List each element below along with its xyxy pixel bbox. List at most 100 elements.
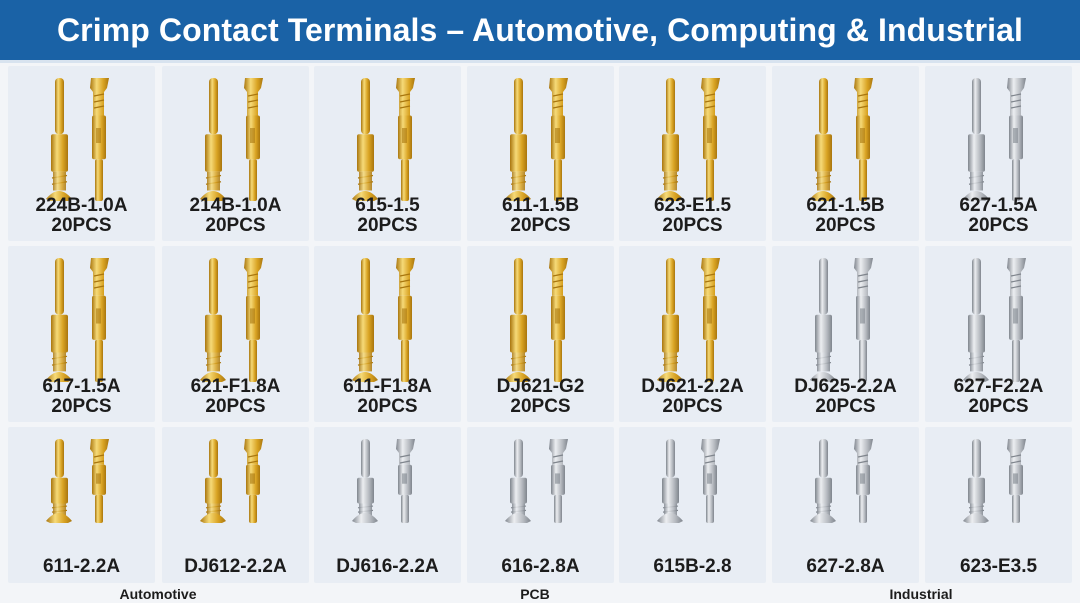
terminal-image [46, 258, 109, 382]
pin-terminal-icon [46, 439, 72, 523]
part-number: 627-1.5A [959, 195, 1038, 216]
pin-terminal-icon [352, 439, 378, 523]
terminal-image [352, 78, 415, 201]
quantity-label: 20PCS [968, 215, 1029, 236]
socket-terminal-icon [1007, 439, 1026, 523]
socket-terminal-icon [1007, 78, 1026, 201]
part-number: 615B-2.8 [653, 556, 732, 577]
pin-terminal-icon [200, 258, 226, 382]
socket-terminal-icon [549, 78, 568, 201]
quantity-label: 20PCS [205, 215, 266, 236]
part-number: DJ621-G2 [496, 376, 585, 397]
terminal-image [810, 439, 873, 523]
pin-terminal-icon [505, 258, 531, 382]
category-label-pcb: PCB [520, 586, 550, 602]
category-label-automotive: Automotive [119, 586, 197, 602]
pin-terminal-icon [505, 439, 531, 523]
quantity-label: 20PCS [662, 396, 723, 417]
pin-terminal-icon [200, 439, 226, 523]
part-number: 617-1.5A [42, 376, 121, 397]
socket-terminal-icon [90, 258, 109, 382]
pin-terminal-icon [657, 258, 683, 382]
pin-terminal-icon [963, 258, 989, 382]
pin-terminal-icon [352, 78, 378, 201]
part-number: 627-F2.2A [953, 376, 1044, 397]
pin-terminal-icon [810, 258, 836, 382]
quantity-label: 20PCS [51, 215, 112, 236]
terminal-image [505, 258, 568, 382]
socket-terminal-icon [701, 258, 720, 382]
part-number: 615-1.5 [355, 195, 420, 216]
part-number: 621-1.5B [806, 195, 885, 216]
pin-terminal-icon [352, 258, 378, 382]
product-card: 615B-2.8 [619, 427, 766, 583]
product-card: 616-2.8A [467, 427, 614, 583]
quantity-label: 20PCS [815, 215, 876, 236]
socket-terminal-icon [1007, 258, 1026, 382]
pin-terminal-icon [46, 78, 72, 201]
terminal-image [200, 78, 263, 201]
part-number: 611-1.5B [501, 195, 580, 216]
socket-terminal-icon [549, 439, 568, 523]
product-card: 627-2.8A [772, 427, 919, 583]
terminal-image [657, 439, 720, 523]
quantity-label: 20PCS [205, 396, 266, 417]
terminal-image [810, 258, 873, 382]
part-number: 616-2.8A [501, 556, 580, 577]
part-number: 611-2.2A [42, 556, 121, 577]
terminal-image [657, 78, 720, 201]
quantity-label: 20PCS [357, 396, 418, 417]
part-number: 214B-1.0A [189, 195, 282, 216]
pin-terminal-icon [963, 78, 989, 201]
part-number: DJ621-2.2A [641, 376, 744, 397]
socket-terminal-icon [854, 78, 873, 201]
quantity-label: 20PCS [51, 396, 112, 417]
pin-terminal-icon [46, 258, 72, 382]
pin-terminal-icon [810, 78, 836, 201]
quantity-label: 20PCS [510, 396, 571, 417]
pin-terminal-icon [200, 78, 226, 201]
quantity-label: 20PCS [357, 215, 418, 236]
part-number: DJ612-2.2A [184, 556, 287, 577]
quantity-label: 20PCS [815, 396, 876, 417]
socket-terminal-icon [244, 439, 263, 523]
socket-terminal-icon [90, 78, 109, 201]
part-number: 224B-1.0A [35, 195, 128, 216]
part-number: DJ625-2.2A [794, 376, 897, 397]
quantity-label: 20PCS [968, 396, 1029, 417]
part-number: 623-E1.5 [653, 195, 732, 216]
terminal-image [505, 78, 568, 201]
terminal-image [46, 78, 109, 201]
socket-terminal-icon [701, 439, 720, 523]
terminal-image [963, 258, 1026, 382]
socket-terminal-icon [854, 439, 873, 523]
socket-terminal-icon [549, 258, 568, 382]
terminal-image [657, 258, 720, 382]
terminal-image [46, 439, 109, 523]
quantity-label: 20PCS [662, 215, 723, 236]
terminal-image [810, 78, 873, 201]
product-card: 611-2.2A [8, 427, 155, 583]
quantity-label: 20PCS [510, 215, 571, 236]
product-card: DJ612-2.2A [162, 427, 309, 583]
pin-terminal-icon [810, 439, 836, 523]
terminal-image [200, 258, 263, 382]
socket-terminal-icon [396, 258, 415, 382]
category-label-industrial: Industrial [889, 586, 953, 602]
terminal-image [352, 258, 415, 382]
pin-terminal-icon [963, 439, 989, 523]
pin-terminal-icon [657, 78, 683, 201]
pin-terminal-icon [505, 78, 531, 201]
socket-terminal-icon [854, 258, 873, 382]
